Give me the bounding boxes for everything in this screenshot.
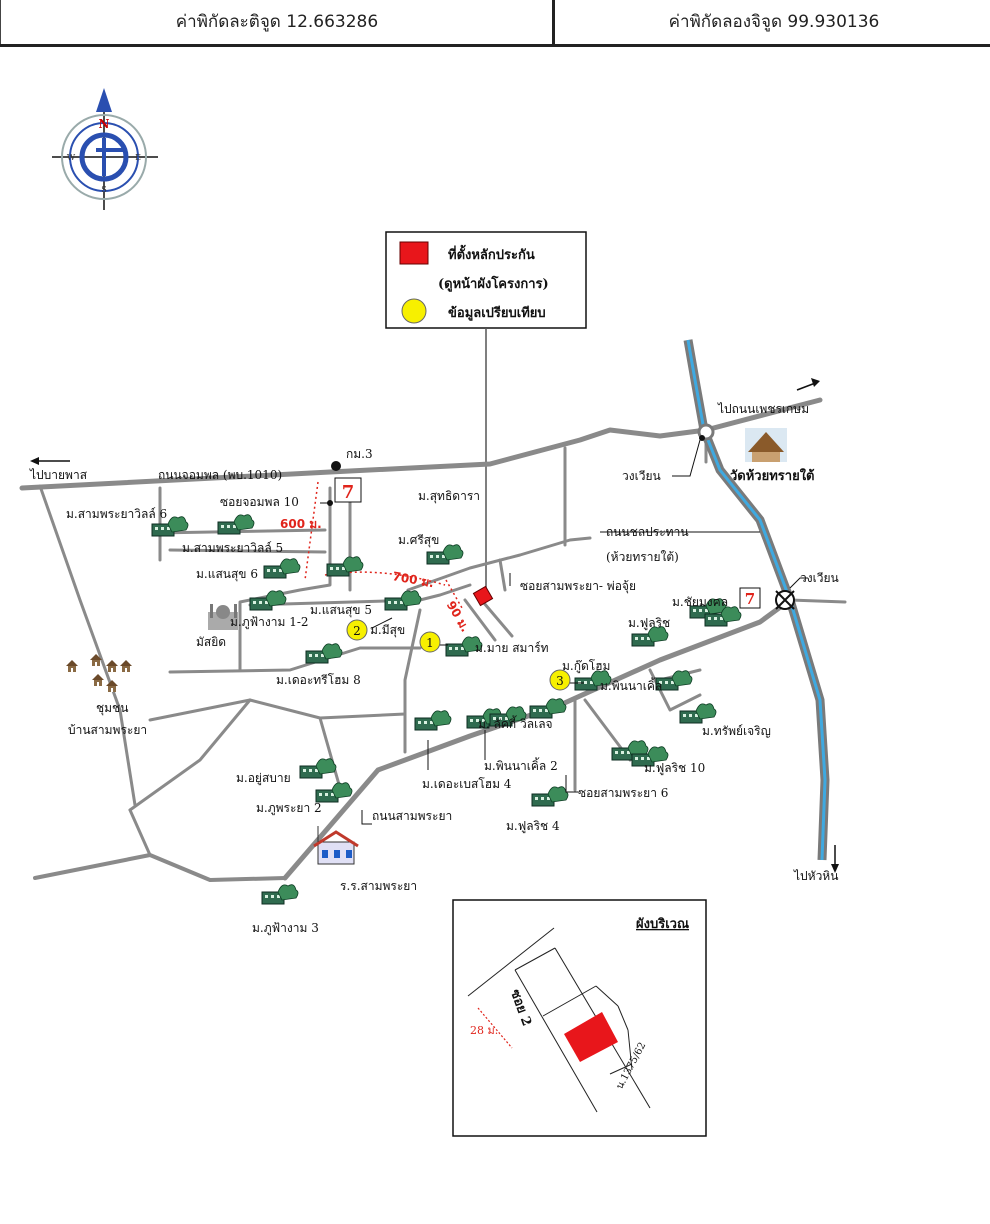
label-full-rich: ม.ฟูลริช [628, 616, 670, 631]
label-soi-sampraya-phochui: ซอยสามพระยา- พ่อจุ้ย [520, 579, 636, 594]
label-soi-sampraya6: ซอยสามพระยา 6 [578, 786, 668, 800]
label-phinna-nakha: ม.พินนาเคิ้ล [600, 677, 662, 693]
seven-eleven-icon: 7 [334, 477, 362, 503]
comparison-marker-2: 2 [346, 619, 368, 641]
label-chon-prathan: ถนนชลประทาน [606, 525, 689, 539]
inset-distance: 28 ม. [470, 1024, 498, 1037]
longitude-cell: ค่าพิกัดลองจิจูด 99.930136 [552, 0, 990, 44]
label-community: ชุมชน [96, 701, 128, 716]
label-to-bypass: ไปบายพาส [29, 468, 88, 482]
arrow-left-icon [30, 457, 39, 465]
comparison-legend-label: ข้อมูลเปรียบเทียบ [448, 305, 546, 321]
north-arrow-icon [96, 88, 112, 112]
label-mosque: มัสยิด [196, 635, 226, 649]
compass-s: S [101, 185, 106, 194]
label-sap-charoen: ม.ทรัพย์เจริญ [702, 724, 771, 738]
location-map: N S E W ที่ตั้งหลักประกัน (ดูหน้าผังโครง… [19, 88, 847, 1137]
label-the-base-home4: ม.เดอะเบสโฮม 4 [422, 777, 512, 791]
compass-n: N [99, 117, 110, 131]
map-legend: ที่ตั้งหลักประกัน (ดูหน้าผังโครงการ) ข้อ… [385, 231, 587, 590]
label-to-hua-hin: ไปหัวหิน [793, 869, 838, 883]
mosque-icon [208, 604, 238, 630]
latitude-cell: ค่าพิกัดละติจูด 12.663286 [0, 0, 553, 44]
svg-text:1: 1 [426, 636, 434, 650]
label-ban-sampraya: บ้านสามพระยา [68, 723, 147, 737]
collateral-legend-swatch [399, 241, 429, 265]
svg-text:7: 7 [342, 482, 355, 503]
label-sutthidara: ม.สุทธิดารา [418, 489, 480, 504]
label-phu-praya2: ม.ภูพระยา 2 [256, 801, 322, 816]
label-to-phetkasem: ไปถนนเพชรเกษม [717, 402, 809, 416]
inset-title: ผังบริเวณ [636, 917, 689, 932]
label-lucky-villa: ม. ลัคกี้ วิลเลจ [478, 715, 553, 731]
label-sampraya-villa6: ม.สามพระยาวิลล์ 6 [66, 507, 167, 521]
label-dist-600: 600 ม. [280, 517, 322, 531]
site-plan-inset: ผังบริเวณ ซอย 2 28 ม. น.1375/62 [452, 899, 707, 1137]
label-phinna-nakha2: ม.พินนาเคิ้ล 2 [484, 757, 558, 773]
svg-text:2: 2 [353, 624, 361, 638]
arrow-right-icon [811, 378, 820, 387]
label-wat-huai-sai-tai: วัดห้วยทรายใต้ [730, 467, 815, 484]
coordinate-header: ค่าพิกัดละติจูด 12.663286 ค่าพิกัดลองจิจ… [0, 0, 990, 47]
comparison-legend-swatch [401, 298, 427, 324]
label-saen-suk5: ม.แสนสุข 5 [310, 603, 372, 618]
comparison-marker-3: 3 [549, 669, 571, 691]
temple-icon [745, 428, 787, 462]
seven-eleven-icon: 7 [739, 587, 761, 609]
collateral-legend-note: (ดูหน้าผังโครงการ) [438, 275, 549, 292]
label-roundabout-1: วงเวียน [622, 469, 661, 483]
label-yu-sabai: ม.อยู่สบาย [236, 771, 291, 786]
comparison-marker-1: 1 [419, 631, 441, 653]
label-sri-suk: ม.ศรีสุข [398, 533, 439, 548]
direction-arrows [30, 378, 839, 873]
label-soi-jompol10: ซอยจอมพล 10 [220, 495, 299, 509]
label-huai-sai-tai: (ห้วยทรายใต้) [606, 550, 679, 564]
label-phu-fa-ngam3: ม.ภูฟ้างาม 3 [252, 921, 319, 936]
label-chai-mongkol: ม.ชัยมงคล [672, 595, 728, 609]
label-km3: กม.3 [346, 447, 373, 461]
label-the-tree-home8: ม.เดอะทรีโฮม 8 [276, 673, 361, 687]
map-labels: ไปถนนเพชรเกษม ไปบายพาส ถนนจอมพล (พบ.1010… [29, 402, 839, 936]
collateral-marker [472, 585, 494, 607]
label-good-home: ม.กู๊ดโฮม [562, 659, 610, 674]
label-my-smart: ม.มาย สมาร์ท [475, 641, 549, 655]
label-phu-fa-ngam12: ม.ภูฟ้างาม 1-2 [230, 615, 309, 630]
label-saen-suk6: ม.แสนสุข 6 [196, 567, 258, 582]
label-sampraya-villa5: ม.สามพระยาวิลล์ 5 [182, 541, 283, 555]
label-roundabout-2: วงเวียน [800, 571, 839, 585]
label-full-rich4: ม.ฟูลริช 4 [506, 819, 560, 834]
distance-lines [304, 481, 463, 609]
label-mee-suk: ม.มีสุข [370, 623, 405, 638]
compass-e: E [135, 153, 141, 162]
river [683, 339, 830, 861]
compass-rose: N S E W [52, 88, 158, 210]
svg-text:3: 3 [556, 674, 564, 688]
arrow-down-icon [831, 864, 839, 873]
label-sampraya-school: ร.ร.สามพระยา [340, 879, 417, 893]
community-huts [66, 654, 132, 692]
svg-text:7: 7 [745, 590, 755, 608]
label-sampraya-road: ถนนสามพระยา [372, 809, 452, 823]
inset-collateral-plot [564, 1012, 618, 1062]
compass-w: W [67, 153, 76, 162]
label-jompol-road: ถนนจอมพล (พบ.1010) [158, 468, 282, 482]
collateral-legend-label: ที่ตั้งหลักประกัน [448, 244, 535, 263]
school-icon [313, 826, 359, 865]
km-marker-icon [331, 461, 341, 471]
label-full-rich10: ม.ฟูลริช 10 [644, 761, 705, 776]
